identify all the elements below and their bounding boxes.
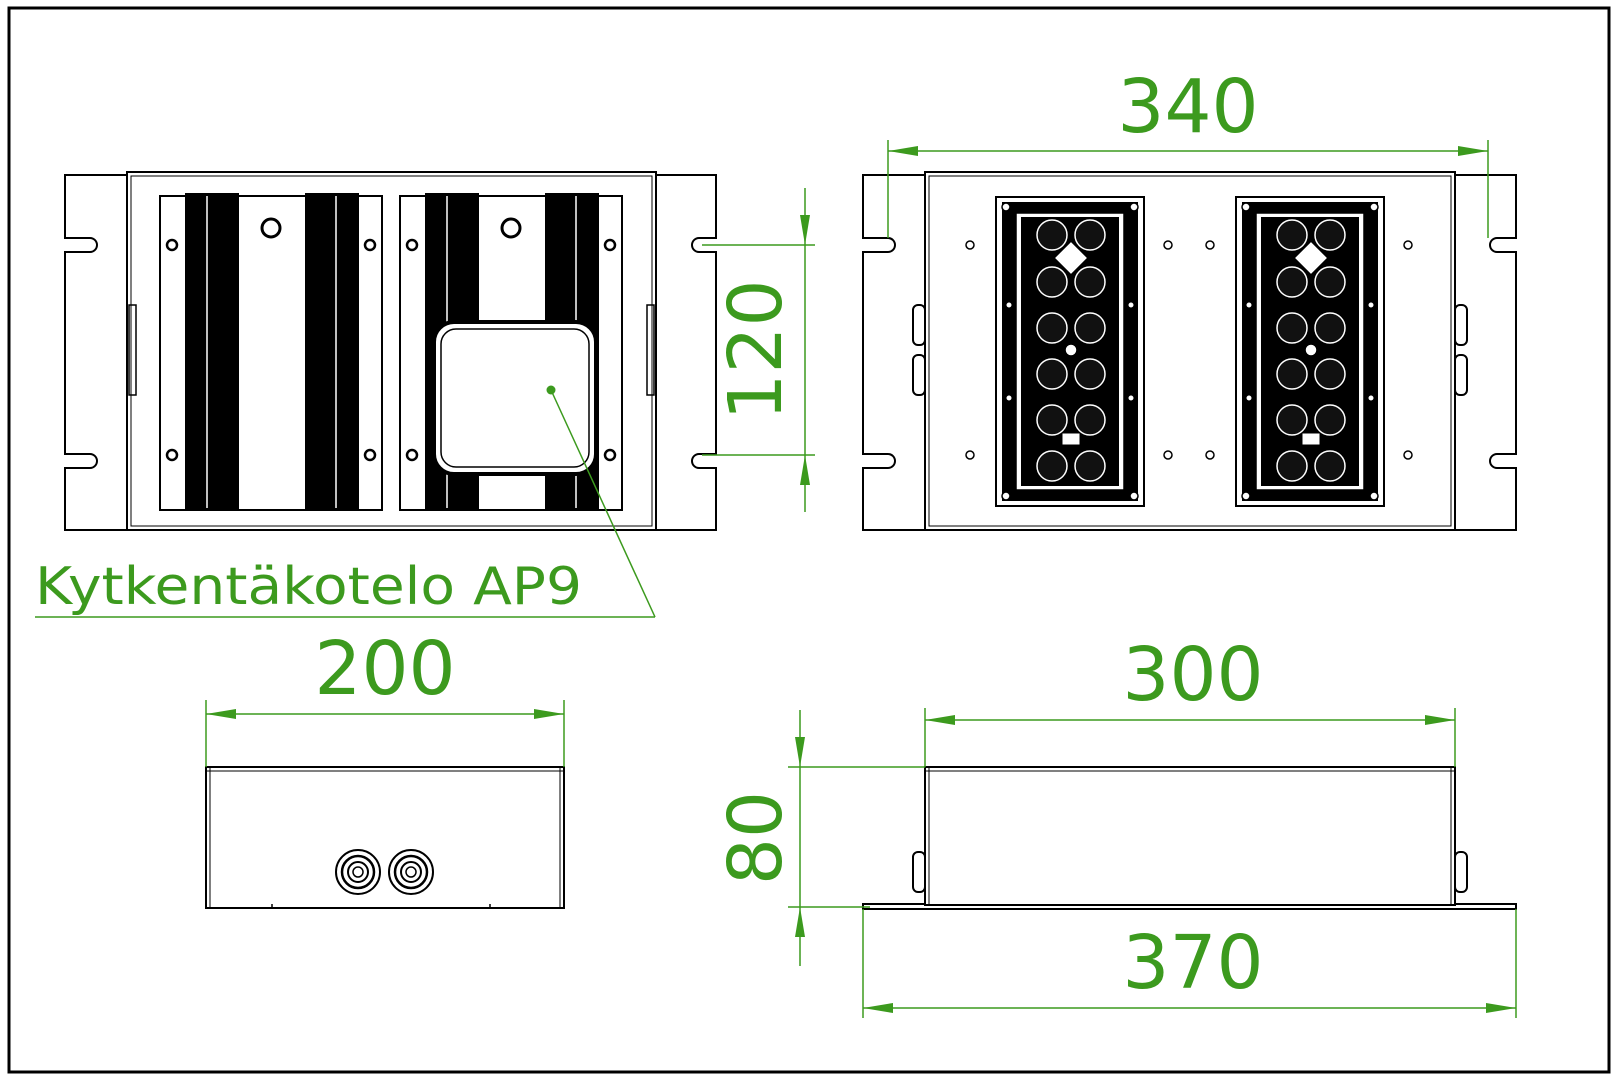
cable-gland <box>1454 354 1468 396</box>
arrowhead <box>925 715 955 725</box>
module-left-knob <box>260 217 282 239</box>
screw <box>965 240 975 250</box>
end-body <box>205 766 565 909</box>
dimension-label-80: 80 <box>713 791 799 885</box>
module-left-dark-band <box>305 193 359 511</box>
screw <box>405 448 419 462</box>
screw <box>363 448 377 462</box>
front-body-inner <box>130 175 653 527</box>
cable-gland <box>912 304 926 346</box>
dimension-label-200: 200 <box>314 626 455 712</box>
arrowhead <box>1486 1003 1516 1013</box>
dimension-label-340: 340 <box>1117 64 1258 150</box>
screw <box>1205 240 1215 250</box>
dimension-lines <box>35 140 1517 1018</box>
arrowhead <box>795 907 805 937</box>
terminal-block <box>995 196 1145 507</box>
cable-gland <box>912 851 926 893</box>
flange-left <box>862 174 926 531</box>
callout-label: Kytkentäkotelo AP9 <box>35 557 582 617</box>
screw <box>165 238 179 252</box>
arrowhead <box>800 215 810 245</box>
screw <box>165 448 179 462</box>
arrowhead <box>1458 146 1488 156</box>
dimension-label-300: 300 <box>1122 632 1263 718</box>
arrowhead <box>863 1003 893 1013</box>
drawing-frame <box>7 6 1611 1074</box>
dimension-label-370: 370 <box>1122 920 1263 1006</box>
cable-gland <box>1454 304 1468 346</box>
screw <box>1163 240 1173 250</box>
screw <box>405 238 419 252</box>
arrowhead <box>800 455 810 485</box>
side-body <box>924 766 1456 906</box>
screw <box>1403 450 1413 460</box>
cable-gland <box>1454 851 1468 893</box>
terminal-block <box>1235 196 1385 507</box>
screw <box>1163 450 1173 460</box>
module-left-dark-band <box>185 193 239 511</box>
arrowhead <box>206 709 236 719</box>
top-view <box>862 171 1517 531</box>
cable-gland <box>388 849 434 895</box>
screw <box>1205 450 1215 460</box>
side-view <box>862 766 1517 910</box>
cable-gland <box>912 354 926 396</box>
junction-box-window-inner <box>440 328 590 468</box>
cable-gland <box>335 849 381 895</box>
side-tab <box>128 304 137 396</box>
arrowhead <box>534 709 564 719</box>
side-tab <box>646 304 655 396</box>
dimension-labels: 340 120 200 300 80 370 Kytkentäkotelo AP… <box>35 64 1264 1006</box>
flange-right <box>1454 174 1517 531</box>
screw <box>363 238 377 252</box>
screw <box>603 238 617 252</box>
arrowhead <box>1425 715 1455 725</box>
arrowhead <box>795 737 805 767</box>
front-view <box>64 171 717 531</box>
flange-right <box>655 174 717 531</box>
screw <box>965 450 975 460</box>
module-right-knob <box>500 217 522 239</box>
arrowhead <box>888 146 918 156</box>
end-view <box>205 766 565 909</box>
top-body-inner <box>928 175 1452 527</box>
junction-box-window <box>432 320 598 476</box>
callout-leader <box>550 389 656 618</box>
dimension-label-120: 120 <box>713 279 799 420</box>
flange-left <box>64 174 128 531</box>
screw <box>603 448 617 462</box>
screw <box>1403 240 1413 250</box>
